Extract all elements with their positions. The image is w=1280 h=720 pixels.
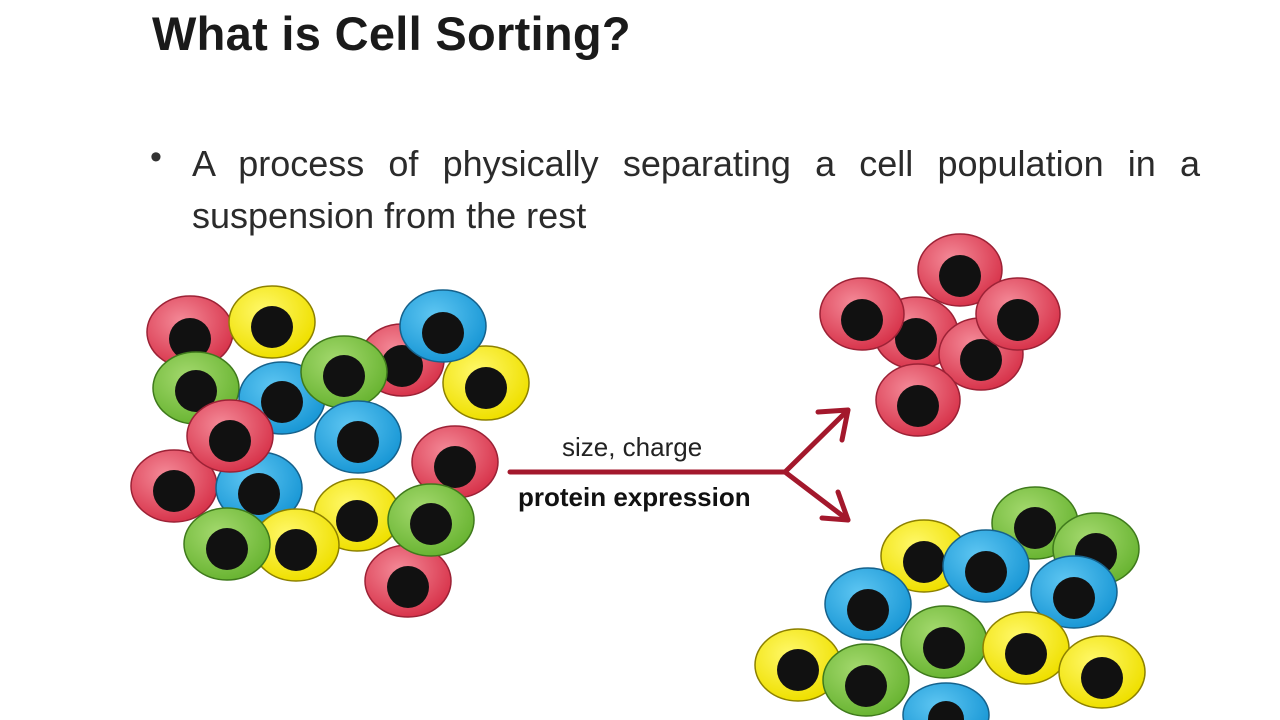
cell-blue bbox=[942, 529, 1030, 603]
cell-yellow bbox=[228, 285, 316, 359]
cell-red bbox=[938, 317, 1024, 391]
cell-green bbox=[900, 605, 988, 679]
cell-red bbox=[875, 363, 961, 437]
cell-red bbox=[130, 449, 218, 523]
cell-red bbox=[819, 277, 905, 351]
cell-blue bbox=[902, 682, 990, 720]
cell-red bbox=[411, 425, 499, 499]
arrow-label-size-charge: size, charge bbox=[562, 432, 703, 462]
cell-red bbox=[917, 233, 1003, 307]
sorted-red-population bbox=[819, 233, 1061, 437]
cell-green bbox=[387, 483, 475, 557]
cell-yellow bbox=[252, 508, 340, 582]
bullet-marker: • bbox=[150, 138, 162, 176]
cell-red bbox=[146, 295, 234, 369]
cell-blue bbox=[1030, 555, 1118, 629]
remaining-cell-population bbox=[754, 486, 1146, 720]
arrow-label-protein-expression: protein expression bbox=[518, 482, 751, 512]
mixed-cell-population bbox=[130, 285, 530, 618]
cell-yellow bbox=[442, 345, 530, 421]
cell-red bbox=[186, 399, 274, 473]
cell-red bbox=[364, 544, 452, 618]
cell-blue bbox=[314, 400, 402, 474]
bullet-text: A process of physically separating a cel… bbox=[192, 143, 1200, 236]
cell-blue bbox=[399, 289, 487, 363]
sorting-arrow bbox=[507, 407, 851, 523]
cell-yellow bbox=[754, 628, 842, 702]
cell-green bbox=[822, 643, 910, 717]
cell-red bbox=[975, 277, 1061, 351]
cell-yellow bbox=[982, 611, 1070, 685]
slide-title: What is Cell Sorting? bbox=[152, 7, 631, 60]
cell-yellow bbox=[1058, 635, 1146, 709]
cell-green bbox=[300, 335, 388, 409]
cell-green bbox=[183, 507, 271, 581]
cell-blue bbox=[824, 567, 912, 641]
